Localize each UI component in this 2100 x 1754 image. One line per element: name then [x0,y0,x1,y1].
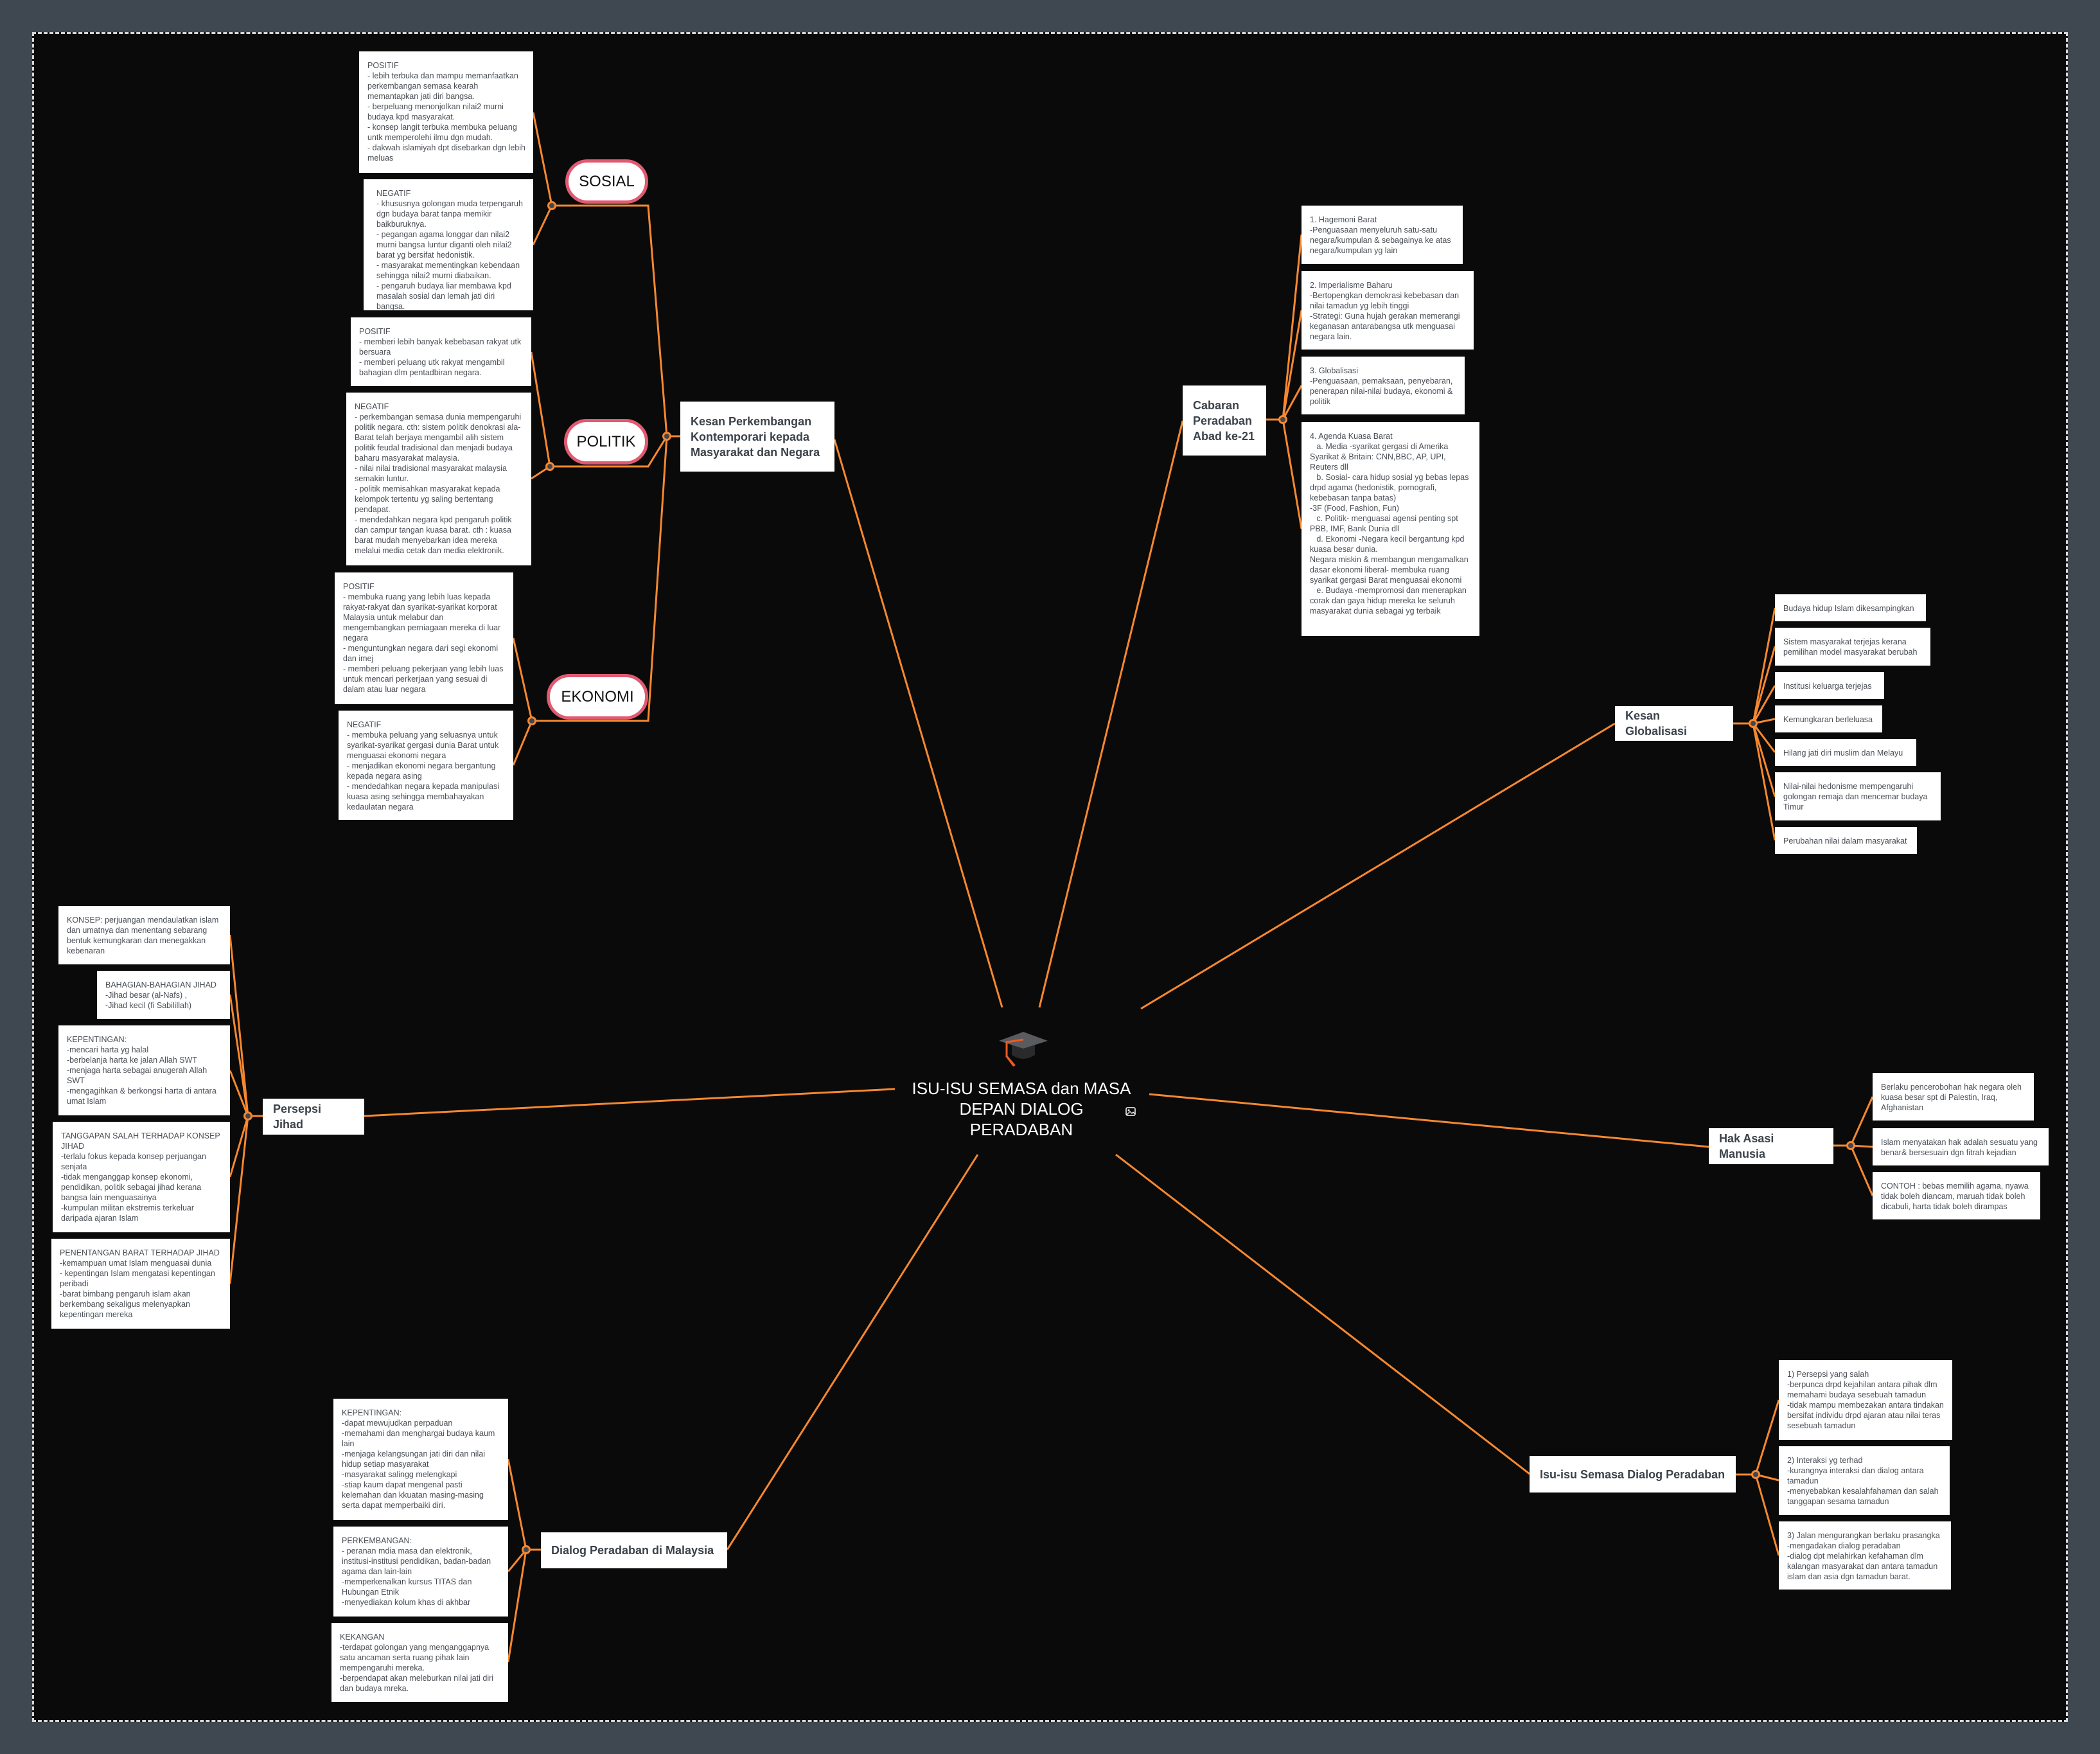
collapse-handle[interactable] [1846,1141,1855,1150]
branch-label: Persepsi Jihad [273,1103,322,1131]
link-kesan-ekonomi [532,436,668,722]
link-hak-3 [1849,1145,1874,1196]
link-jihad-4 [229,1115,249,1178]
jihad-note[interactable]: TANGGAPAN SALAH TERHADAP KONSEP JIHAD -t… [53,1122,230,1232]
politik-negatif-note[interactable]: NEGATIF - perkembangan semasa dunia memp… [346,393,531,565]
link-isu-1 [1754,1399,1780,1475]
link-glob-3 [1752,685,1776,724]
hak-asasi-note[interactable]: CONTOH : bebas memilih agama, nyawa tida… [1873,1172,2040,1219]
link-jihad-3 [229,1070,249,1117]
jihad-note[interactable]: PENENTANGAN BARAT TERHADAP JIHAD -kemamp… [51,1239,230,1329]
branch-label: Kesan Globalisasi [1625,709,1688,738]
globalisasi-note[interactable]: Sistem masyarakat terjejas kerana pemili… [1775,628,1930,666]
branch-kesan-globalisasi[interactable]: Kesan Globalisasi [1615,706,1733,741]
link-glob-5 [1752,723,1776,753]
link-cabaran-2 [1282,310,1303,420]
link-dialog-1 [507,1458,527,1550]
link-ekonomi-negatif [512,720,533,766]
collapse-handle[interactable] [545,462,554,471]
image-icon[interactable] [1125,1107,1136,1116]
ekonomi-positif-note[interactable]: POSITIF - membuka ruang yang lebih luas … [335,572,513,704]
link-glob-1 [1752,607,1776,724]
isu-dialog-note[interactable]: 3) Jalan mengurangkan berlaku prasangka … [1779,1521,1951,1590]
topic-sosial[interactable]: SOSIAL [565,159,648,204]
link-center-dialog [726,1154,979,1550]
link-center-isu [1115,1153,1530,1475]
hak-asasi-note[interactable]: Islam menyatakan hak adalah sesuatu yang… [1873,1128,2049,1165]
globalisasi-note[interactable]: Kemungkaran berleluasa [1775,705,1882,732]
cabaran-note[interactable]: 3. Globalisasi -Penguasaan, pemaksaan, p… [1301,357,1465,414]
link-cabaran-4 [1282,419,1303,529]
link-ekonomi-positif [512,637,533,722]
branch-hak-asasi-manusia[interactable]: Hak Asasi Manusia [1709,1128,1833,1164]
branch-label: Hak Asasi Manusia [1719,1132,1774,1160]
link-hak-1 [1849,1096,1874,1146]
cabaran-note[interactable]: 4. Agenda Kuasa Barat a. Media -syarikat… [1301,422,1479,636]
link-jihad-5 [229,1115,249,1284]
cabaran-note[interactable]: 2. Imperialisme Baharu -Bertopengkan dem… [1301,271,1474,350]
jihad-note[interactable]: KEPENTINGAN: -mencari harta yg halal -be… [58,1025,230,1115]
link-cabaran-3 [1282,385,1303,420]
link-center-cabaran [1038,420,1184,1008]
branch-dialog-malaysia[interactable]: Dialog Peradaban di Malaysia [541,1532,727,1568]
collapse-handle[interactable] [1278,415,1287,424]
branch-cabaran-peradaban[interactable]: Cabaran Peradaban Abad ke-21 [1183,385,1266,456]
branch-label: Isu-isu Semasa Dialog Peradaban [1540,1467,1725,1481]
link-center-globalisasi [1140,722,1616,1010]
collapse-handle[interactable] [527,716,536,725]
link-center-hak [1149,1093,1709,1148]
collapse-handle[interactable] [1751,1470,1760,1479]
cabaran-note[interactable]: 1. Hagemoni Barat -Penguasaan menyeluruh… [1301,206,1463,264]
collapse-handle[interactable] [522,1545,531,1554]
collapse-handle[interactable] [1749,719,1758,728]
ekonomi-negatif-note[interactable]: NEGATIF - membuka peluang yang seluasnya… [339,711,513,820]
topic-ekonomi[interactable]: EKONOMI [547,674,648,720]
collapse-handle[interactable] [547,201,556,210]
link-sosial-positif [532,112,553,206]
link-center-jihad [364,1088,896,1117]
central-topic-title[interactable]: ISU-ISU SEMASA dan MASA DEPAN DIALOG PER… [912,1079,1131,1139]
collapse-handle[interactable] [243,1112,252,1121]
globalisasi-note[interactable]: Hilang jati diri muslim dan Melayu [1775,739,1916,766]
branch-label: Dialog Peradaban di Malaysia [551,1544,714,1557]
globalisasi-note[interactable]: Perubahan nilai dalam masyarakat [1775,827,1917,854]
link-dialog-3 [507,1549,527,1663]
sosial-negatif-note[interactable]: NEGATIF - khususnya golongan muda terpen… [364,179,533,311]
link-kesan-politik [550,436,668,468]
link-politik-positif [530,351,551,467]
branch-label: Cabaran Peradaban Abad ke-21 [1193,398,1255,443]
globalisasi-note[interactable]: Nilai-nilai hedonisme mempengaruhi golon… [1775,772,1941,820]
dialog-malaysia-note[interactable]: KEKANGAN -terdapat golongan yang mengang… [331,1623,508,1702]
topic-politik[interactable]: POLITIK [564,419,648,465]
globalisasi-note[interactable]: Budaya hidup Islam dikesampingkan [1775,594,1926,621]
branch-label: Kesan Perkembangan Kontemporari kepada M… [691,414,820,459]
link-glob-2 [1752,646,1776,724]
isu-dialog-note[interactable]: 1) Persepsi yang salah -berpunca drpd ke… [1779,1360,1952,1440]
politik-positif-note[interactable]: POSITIF - memberi lebih banyak kebebasan… [351,317,531,386]
branch-kesan-perkembangan[interactable]: Kesan Perkembangan Kontemporari kepada M… [680,402,834,472]
branch-isu-semasa-dialog[interactable]: Isu-isu Semasa Dialog Peradaban [1530,1456,1736,1493]
link-kesan-sosial [552,204,680,438]
dialog-malaysia-note[interactable]: KEPENTINGAN: -dapat mewujudkan perpaduan… [333,1399,508,1520]
jihad-note[interactable]: BAHAGIAN-BAHAGIAN JIHAD -Jihad besar (al… [97,971,230,1019]
link-jihad-2 [229,994,249,1117]
link-isu-3 [1754,1474,1780,1556]
jihad-note[interactable]: KONSEP: perjuangan mendaulatkan islam da… [58,906,230,964]
link-cabaran-1 [1282,234,1303,420]
link-sosial-negatif [532,205,553,245]
branch-persepsi-jihad[interactable]: Persepsi Jihad [263,1099,364,1135]
collapse-handle[interactable] [662,432,671,441]
link-glob-6 [1752,723,1776,797]
link-jihad-1 [229,934,249,1117]
sosial-positif-note[interactable]: POSITIF - lebih terbuka dan mampu memanf… [359,51,533,173]
hak-asasi-note[interactable]: Berlaku pencerobohan hak negara oleh kua… [1873,1073,2034,1121]
dialog-malaysia-note[interactable]: PERKEMBANGAN: - peranan mdia masa dan el… [333,1527,508,1617]
link-glob-7 [1752,723,1776,841]
globalisasi-note[interactable]: Institusi keluarga terjejas [1775,672,1884,699]
isu-dialog-note[interactable]: 2) Interaksi yg terhad -kurangnya intera… [1779,1446,1950,1515]
link-center-kesan [833,439,1003,1008]
graduation-cap-icon [999,1032,1048,1067]
